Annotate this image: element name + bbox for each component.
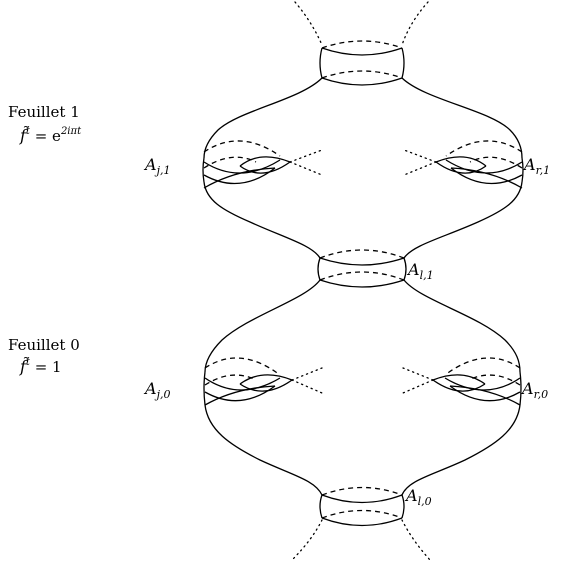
bottom-left-open-end [291, 519, 323, 561]
label-a-l1: Al,1 [406, 260, 434, 282]
sheet-1-left-outline [203, 77, 323, 159]
sheet-1-formula-exp: 2iπt [60, 126, 82, 137]
sheet-0-formula-rest: = 1 [30, 358, 62, 376]
middle-neck [317, 249, 407, 288]
top-left-open-end [294, 1, 323, 46]
sheet-1-left-lower-outline [203, 181, 321, 259]
top-neck [319, 40, 405, 86]
sheet-1-formula-base: f̃ [19, 126, 30, 145]
sheet-0-left-lower-outline [204, 404, 323, 496]
sheet-0-left-outline [204, 279, 321, 373]
bottom-right-open-end [401, 519, 431, 561]
sheet-1-formula-sup: t [26, 126, 31, 137]
cut-group-r0 [402, 357, 522, 406]
sheet-1-right-lower-outline [403, 181, 523, 259]
sheet-1-formula: f̃t = e2iπt [19, 126, 82, 145]
cut-group-j0 [203, 357, 323, 406]
label-a-j0: Aj,0 [143, 379, 170, 401]
label-a-j1: Aj,1 [143, 155, 170, 177]
sheet-0-formula: f̃t = 1 [19, 357, 62, 376]
bottom-neck [319, 486, 405, 527]
sheet-0-right-lower-outline [401, 404, 521, 496]
label-a-l0: Al,0 [404, 486, 432, 508]
sheet-1-right-outline [401, 77, 523, 159]
cut-group-j1 [202, 140, 323, 189]
sheet-1-formula-eq: = e [30, 127, 61, 145]
label-a-r0: Ar,0 [520, 379, 548, 401]
top-right-open-end [401, 1, 429, 46]
sheet-0-title: Feuillet 0 [8, 336, 80, 354]
sheet-1-title: Feuillet 1 [8, 103, 80, 121]
sheet-0-formula-base: f̃ [19, 357, 30, 376]
sheet-0-right-outline [403, 279, 521, 373]
label-a-r1: Ar,1 [522, 155, 550, 177]
cut-group-r1 [403, 140, 524, 189]
sheet-0-formula-sup: t [26, 357, 31, 368]
